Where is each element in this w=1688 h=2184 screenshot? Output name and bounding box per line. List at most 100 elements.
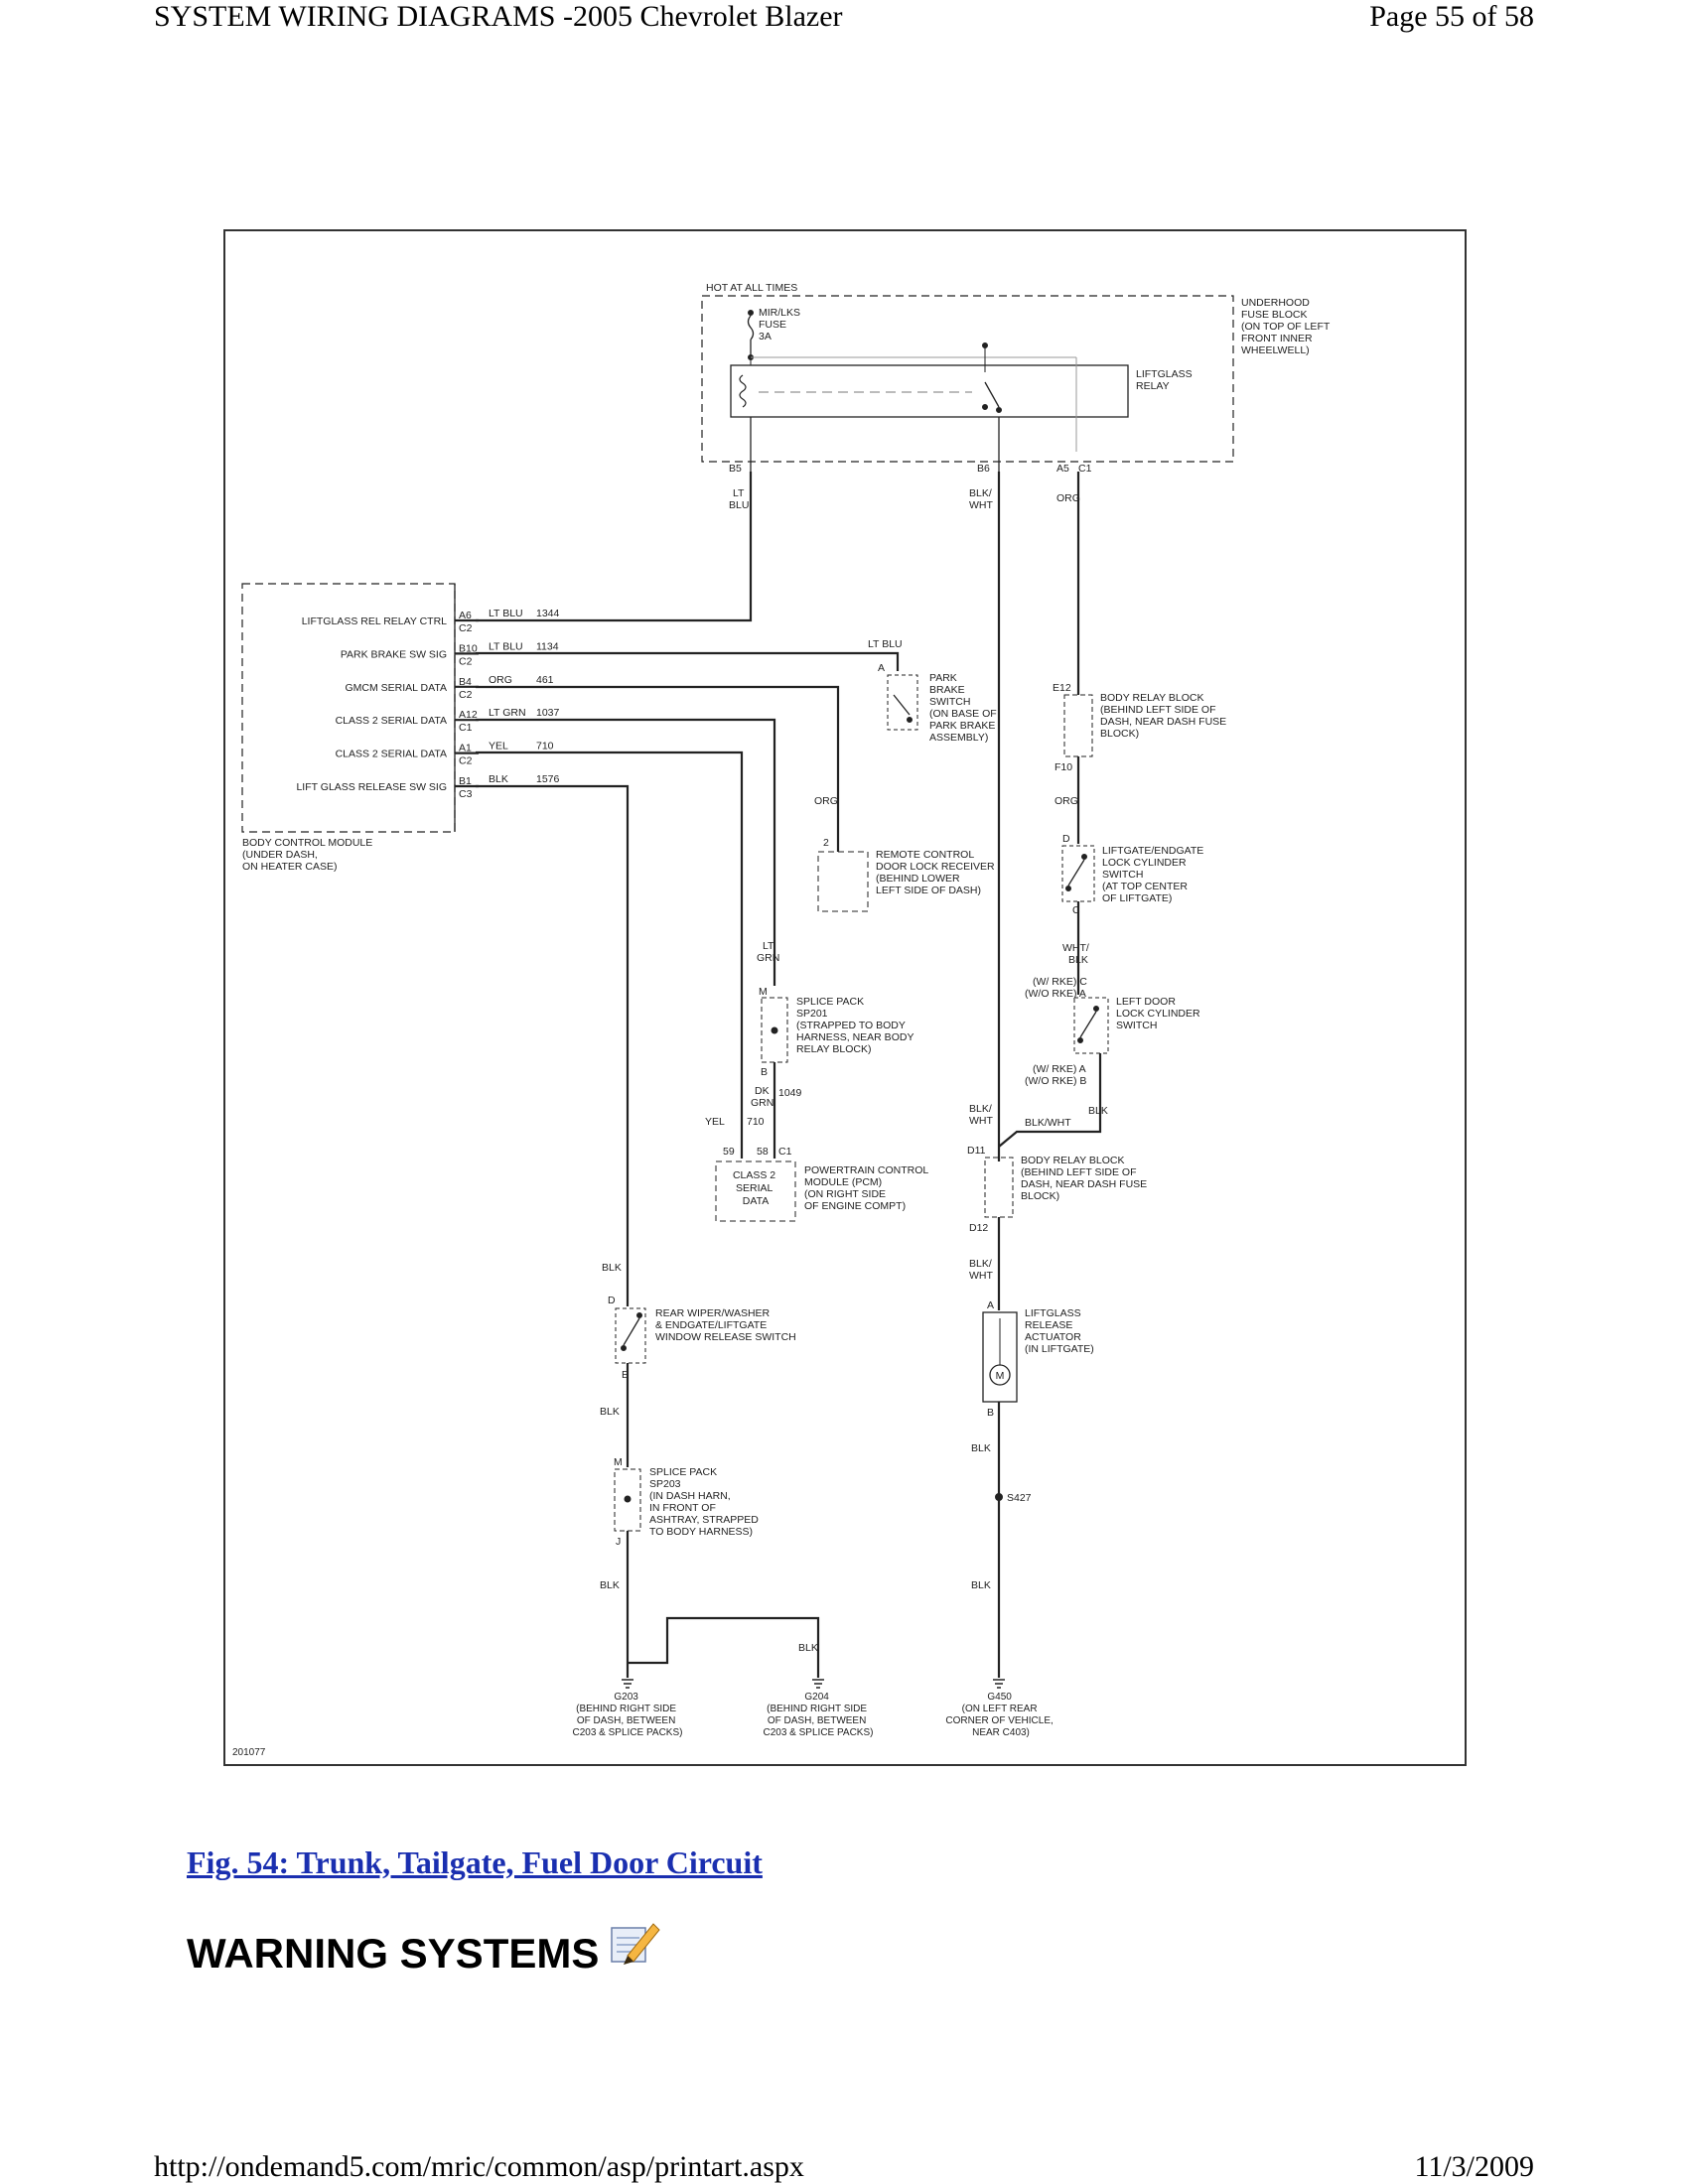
liftgate-lock-switch: D LIFTGATE/ENDGATE LOCK CYLINDER SWITCH … <box>1061 833 1206 916</box>
splice-pack-sp201: M SPLICE PACK SP201 (STRAPPED TO BODY HA… <box>759 986 916 1078</box>
wiring-diagram: HOT AT ALL TIMES UNDERHOOD FUSE BLOCK (O… <box>222 228 1468 1767</box>
svg-text:S427: S427 <box>1007 1492 1032 1504</box>
bcm-wire-color: LT BLU <box>489 608 523 619</box>
bcm-circuit: 1344 <box>536 608 560 619</box>
svg-text:BODY RELAY BLOCK (BEHIND: BODY RELAY BLOCK (BEHIND LEFT SIDE OF DA… <box>1100 692 1229 740</box>
bcm-connector: C2 <box>459 622 473 634</box>
fuse-label: MIR/LKS FUSE 3A <box>759 307 803 342</box>
note-pencil-icon[interactable] <box>608 1918 661 1968</box>
svg-text:A: A <box>987 1299 994 1311</box>
ground-g203: G203 (BEHIND RIGHT SIDE OF DASH, BETWEEN… <box>573 1679 682 1738</box>
bcm-wire-color: BLK <box>489 773 508 785</box>
figure-caption-link[interactable]: Fig. 54: Trunk, Tailgate, Fuel Door Circ… <box>187 1844 763 1880</box>
header-title: SYSTEM WIRING DIAGRAMS -2005 Chevrolet B… <box>154 0 843 33</box>
remote-receiver-box <box>817 851 869 912</box>
rear-wiper-switch: D REAR WIPER/WASHER & ENDGATE/LIFTGATE W… <box>608 1295 796 1381</box>
ground-g204: G204 (BEHIND RIGHT SIDE OF DASH, BETWEEN… <box>764 1679 874 1738</box>
bcm-pin: B10 <box>459 642 478 654</box>
svg-text:59: 59 <box>723 1146 735 1158</box>
bcm-pin: A1 <box>459 743 472 754</box>
svg-text:BLK/ WHT: BLK/ WHT <box>969 1103 995 1127</box>
svg-text:710: 710 <box>747 1116 765 1128</box>
svg-text:CLASS 2 SERIAL DAT: CLASS 2 SERIAL DATA <box>733 1169 778 1207</box>
relay-label: LIFTGLASS RELAY <box>1136 368 1196 392</box>
bcm-pin: B1 <box>459 775 472 787</box>
park-wire-label: LT BLU <box>868 638 903 650</box>
bcm-pin: A6 <box>459 610 472 621</box>
svg-text:E: E <box>622 1369 629 1381</box>
svg-text:J: J <box>616 1536 621 1548</box>
svg-text:C: C <box>1072 904 1080 916</box>
svg-text:YEL: YEL <box>705 1116 725 1128</box>
footer-date: 11/3/2009 <box>1414 2150 1534 2183</box>
bcm-signal-label: LIFT GLASS RELEASE SW SIG <box>296 781 447 793</box>
bcm-signal-label: CLASS 2 SERIAL DATA <box>336 749 447 760</box>
park-pin-a: A <box>878 662 885 674</box>
park-brake-label: PARK BRAKE SWITCH (ON BASE OF PARK BRAKE… <box>929 672 1000 744</box>
bcm-connector: C2 <box>459 755 473 767</box>
body-control-module: BODY CONTROL MODULE (UNDER DASH, ON HEAT… <box>241 583 560 873</box>
svg-text:E12: E12 <box>1053 682 1071 694</box>
wire-blkwht-label: BLK/ WHT <box>969 487 995 511</box>
wire-org-label: ORG <box>1056 492 1080 504</box>
svg-text:BODY RELAY BLOCK (BEHIND: BODY RELAY BLOCK (BEHIND LEFT SIDE OF DA… <box>1021 1155 1150 1202</box>
park-brake-switch: LT BLU A PARK BRAKE SWITCH (ON BASE OF P… <box>476 638 1000 744</box>
pin-b5: B5 <box>729 463 742 475</box>
bcm-signal-label: LIFTGLASS REL RELAY CTRL <box>302 615 447 627</box>
splice-s427 <box>995 1493 1003 1501</box>
svg-text:C1: C1 <box>778 1146 792 1158</box>
svg-text:LIFTGATE/ENDGATE LOCK CY: LIFTGATE/ENDGATE LOCK CYLINDER SWITCH (A… <box>1102 845 1206 904</box>
svg-text:SPLICE PACK SP203: SPLICE PACK SP203 (IN DASH HARN, IN FRON… <box>649 1466 762 1538</box>
page-number: Page 55 of 58 <box>1369 0 1534 33</box>
svg-text:F10: F10 <box>1055 761 1072 773</box>
bcm-label: BODY CONTROL MODULE (UNDER DASH, ON HEAT… <box>242 837 375 873</box>
wire-ltgrn-label: LT GRN <box>757 940 779 964</box>
svg-text:BLK: BLK <box>600 1579 620 1591</box>
bcm-circuit: 461 <box>536 674 554 686</box>
svg-text:1049: 1049 <box>778 1087 802 1099</box>
bcm-wire-color: ORG <box>489 674 512 686</box>
wire-ltblu-label: LT BLU <box>729 487 749 511</box>
bcm-connector: C2 <box>459 689 473 701</box>
bcm-circuit: 1576 <box>536 773 560 785</box>
svg-text:D12: D12 <box>969 1222 988 1234</box>
svg-text:POWERTRAIN CONTROL MODUL: POWERTRAIN CONTROL MODULE (PCM) (ON RIGH… <box>804 1164 931 1212</box>
bcm-pin: A12 <box>459 709 478 721</box>
svg-text:B: B <box>987 1407 994 1419</box>
bcm-circuit: 1037 <box>536 707 560 719</box>
svg-text:D: D <box>608 1295 616 1306</box>
svg-text:LIFTGLASS RELEASE: LIFTGLASS RELEASE ACTUATOR (IN LIFTGATE) <box>1025 1307 1094 1355</box>
svg-text:D: D <box>1062 833 1070 845</box>
diagram-border <box>223 229 1467 1766</box>
svg-text:58: 58 <box>757 1146 769 1158</box>
ground-g450: G450 (ON LEFT REAR CORNER OF VEHICLE, NE… <box>945 1679 1055 1738</box>
pin-b6: B6 <box>977 463 990 475</box>
pin-a5: A5 <box>1056 463 1069 475</box>
svg-text:LEFT DOOR LOCK CYLINDER: LEFT DOOR LOCK CYLINDER SWITCH <box>1116 996 1203 1031</box>
left-door-lock-switch: LEFT DOOR LOCK CYLINDER SWITCH <box>1073 996 1203 1054</box>
underhood-fuse-block: HOT AT ALL TIMES UNDERHOOD FUSE BLOCK (O… <box>701 282 1333 475</box>
bcm-pin: B4 <box>459 676 472 688</box>
bcm-signal-label: PARK BRAKE SW SIG <box>341 648 447 660</box>
svg-text:BLK/ WHT: BLK/ WHT <box>969 1258 995 1282</box>
svg-text:SPLICE PACK SP201: SPLICE PACK SP201 (STRAPPED TO BODY HARN… <box>796 996 916 1055</box>
figure-number: 201077 <box>232 1747 266 1758</box>
bcm-signal-label: GMCM SERIAL DATA <box>346 682 447 694</box>
svg-text:DK GRN: DK GRN <box>751 1085 774 1109</box>
remote-wire-label: ORG <box>814 795 838 807</box>
svg-text:WHT/ BLK: WHT/ BLK <box>1062 942 1092 966</box>
svg-text:BLK: BLK <box>798 1642 818 1654</box>
pin-c1-top: C1 <box>1078 463 1092 475</box>
hot-label: HOT AT ALL TIMES <box>706 282 797 294</box>
svg-text:M: M <box>614 1456 623 1468</box>
svg-text:M: M <box>996 1370 1005 1382</box>
underhood-label: UNDERHOOD FUSE BLOCK (ON TOP OF LEFT FRO… <box>1241 297 1333 356</box>
svg-text:REAR WIPER/WASHER & ENDG: REAR WIPER/WASHER & ENDGATE/LIFTGATE WIN… <box>655 1307 796 1343</box>
svg-text:G204 (BEHIND RIGHT SIDE: G204 (BEHIND RIGHT SIDE OF DASH, BETWEEN… <box>764 1692 874 1738</box>
svg-text:G450 (ON LEFT REAR: G450 (ON LEFT REAR CORNER OF VEHICLE, NE… <box>945 1692 1055 1738</box>
svg-text:(W/ RKE) A (W/O RKE) B: (W/ RKE) A (W/O RKE) B <box>1025 1063 1088 1087</box>
body-relay-block-bottom: D11 BODY RELAY BLOCK (BEHIND LEFT SIDE O… <box>967 1145 1150 1234</box>
bcm-connector: C3 <box>459 788 473 800</box>
footer-url: http://ondemand5.com/mric/common/asp/pri… <box>154 2150 804 2183</box>
bcm-connector: C1 <box>459 722 473 734</box>
